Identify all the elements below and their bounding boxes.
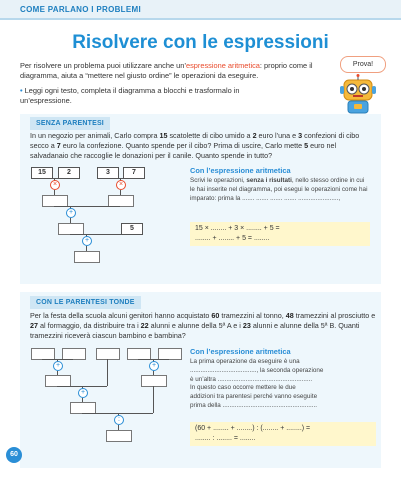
instruction-text: Leggi ogni testo, completa il diagramma … [20, 86, 240, 105]
connector [70, 206, 71, 209]
connector [82, 398, 83, 402]
intro-text-1: Per risolvere un problema puoi utilizzar… [20, 61, 186, 70]
diagram-box-2: 2 [58, 167, 80, 179]
expr-line: ........ + ........ + 5 = ........ [195, 235, 270, 242]
diagram-empty-box[interactable] [158, 348, 182, 360]
side-text-2: La prima operazione da eseguire è una ..… [190, 358, 324, 409]
diagram-box-7: 7 [123, 167, 145, 179]
intro-text-2: : proprio come il diagramma, aiuta a “me… [20, 61, 313, 81]
diagram-box-3: 3 [97, 167, 119, 179]
connector [118, 413, 119, 416]
subhead-espressione-2: Con l’espressione aritmetica [190, 347, 291, 356]
op-multiply-1: × [50, 180, 60, 190]
connector [86, 234, 87, 237]
connector [120, 190, 121, 195]
connector [118, 425, 119, 430]
connector [54, 190, 55, 195]
page-title: Risolvere con le espressioni [72, 32, 329, 53]
section-header-label: COME PARLANO I PROBLEMI [20, 5, 141, 14]
diagram-empty-box[interactable] [74, 251, 100, 263]
diagram-empty-box[interactable] [141, 375, 167, 387]
op-plus-1: + [66, 208, 76, 218]
op-plus-2: + [82, 236, 92, 246]
robot-mascot-icon [340, 74, 376, 114]
problem-2-text: Per la festa della scuola alcuni genitor… [30, 311, 376, 340]
badge-senza-parentesi: SENZA PARENTESI [30, 117, 110, 130]
instruction-bullet: • Leggi ogni testo, completa il diagramm… [20, 86, 250, 106]
connector [153, 386, 154, 413]
expression-box-1[interactable]: 15 × ........ + 3 × ........ + 5 =......… [190, 222, 370, 246]
diagram-empty-box[interactable] [96, 348, 120, 360]
intro-highlight: espressione aritmetica [185, 61, 260, 70]
expr-line: ........ : ........ = ........ [195, 435, 256, 442]
connector [107, 359, 108, 386]
op-plus-1: + [53, 361, 63, 371]
diagram-empty-box[interactable] [106, 430, 132, 442]
op-plus-2: + [78, 388, 88, 398]
side-text-1: Scrivi le operazioni, senza i risultati,… [190, 177, 368, 202]
connector [82, 386, 83, 389]
badge-con-parentesi: CON LE PARENTESI TONDE [30, 296, 141, 309]
diagram-box-5: 5 [121, 223, 143, 235]
expr-line: 15 × ........ + 3 × ........ + 5 = [195, 225, 280, 232]
problem-1-text: In un negozio per animali, Carlo compra … [30, 131, 360, 160]
section-header-bar: COME PARLANO I PROBLEMI [0, 0, 401, 20]
connector [82, 413, 153, 414]
connector [153, 371, 154, 375]
op-divide: : [114, 415, 124, 425]
bullet-dot-icon: • [20, 86, 23, 95]
connector [70, 218, 71, 223]
connector [54, 206, 120, 207]
expression-box-2[interactable]: (60 + ........ + ........) : (........ +… [190, 422, 376, 446]
connector [57, 359, 58, 362]
connector [153, 359, 154, 362]
connector [57, 371, 58, 375]
diagram-empty-box[interactable] [108, 195, 134, 207]
speech-bubble: Prova! [340, 56, 386, 73]
expr-line: (60 + ........ + ........) : (........ +… [195, 425, 311, 432]
connector [86, 246, 87, 251]
connector [41, 178, 69, 179]
connector [70, 234, 131, 235]
intro-paragraph: Per risolvere un problema puoi utilizzar… [20, 61, 338, 81]
header-rule [0, 18, 401, 20]
op-plus-3: + [149, 361, 159, 371]
subhead-espressione-1: Con l’espressione aritmetica [190, 166, 291, 175]
diagram-empty-box[interactable] [62, 348, 86, 360]
op-multiply-2: × [116, 180, 126, 190]
page-number: 60 [6, 447, 22, 463]
